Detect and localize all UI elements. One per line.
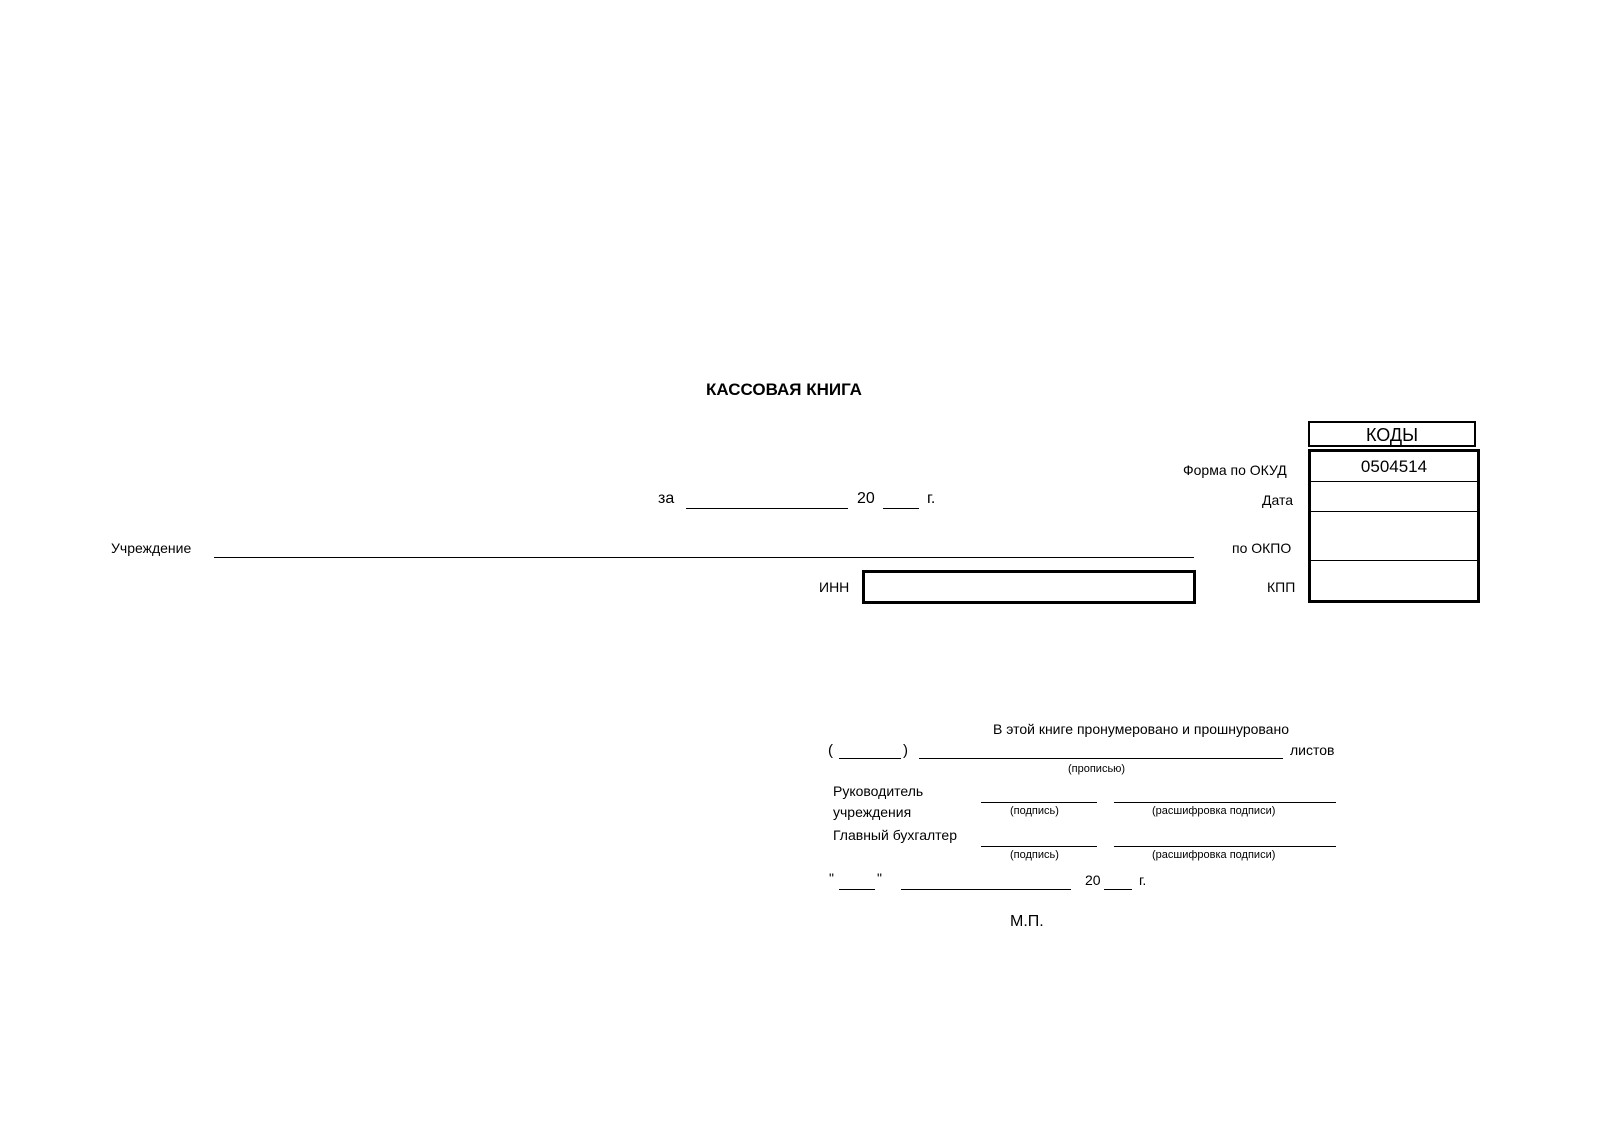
head-decode-hint: (расшифровка подписи) xyxy=(1152,805,1276,817)
head-decode-field[interactable] xyxy=(1114,802,1336,803)
kpp-label: КПП xyxy=(1267,579,1296,595)
date-quote-close: " xyxy=(877,870,882,886)
date-year-prefix: 20 xyxy=(1085,872,1101,888)
okpo-label: по ОКПО xyxy=(1232,540,1292,556)
stamp-placeholder: М.П. xyxy=(1010,913,1044,930)
period-year-prefix: 20 xyxy=(857,490,875,507)
date-quote-open: " xyxy=(829,870,834,886)
date-day-field[interactable] xyxy=(839,889,875,890)
head-signature-hint: (подпись) xyxy=(1010,805,1059,817)
date-year-suffix: г. xyxy=(1139,872,1147,888)
close-paren: ) xyxy=(903,742,908,759)
codes-table: 0504514 xyxy=(1308,449,1480,603)
institution-field[interactable] xyxy=(214,557,1194,558)
okpo-value[interactable] xyxy=(1311,512,1477,561)
accountant-decode-hint: (расшифровка подписи) xyxy=(1152,849,1276,861)
chief-accountant-label: Главный бухгалтер xyxy=(833,827,957,843)
period-month-field[interactable] xyxy=(686,508,848,509)
head-label-line1: Руководитель xyxy=(833,783,924,799)
open-paren: ( xyxy=(828,742,833,759)
date-code-value[interactable] xyxy=(1311,482,1477,512)
sheet-count-words-field[interactable] xyxy=(919,758,1283,759)
codes-header: КОДЫ xyxy=(1308,421,1476,447)
okud-label: Форма по ОКУД xyxy=(1183,462,1287,478)
sheet-count-digits-field[interactable] xyxy=(839,758,901,759)
certification-intro: В этой книге пронумеровано и прошнурован… xyxy=(993,721,1289,737)
accountant-signature-hint: (подпись) xyxy=(1010,849,1059,861)
period-prefix: за xyxy=(658,490,675,507)
kpp-value[interactable] xyxy=(1311,561,1477,600)
in-words-hint: (прописью) xyxy=(1068,763,1126,775)
date-year-field[interactable] xyxy=(1104,889,1132,890)
sheets-label: листов xyxy=(1290,742,1335,758)
period-year-field[interactable] xyxy=(883,508,919,509)
inn-label: ИНН xyxy=(819,579,850,595)
accountant-decode-field[interactable] xyxy=(1114,846,1336,847)
institution-label: Учреждение xyxy=(111,540,192,556)
date-month-field[interactable] xyxy=(901,889,1071,890)
period-year-suffix: г. xyxy=(927,490,936,507)
inn-field[interactable] xyxy=(862,570,1196,604)
accountant-signature-field[interactable] xyxy=(981,846,1097,847)
form-title: КАССОВАЯ КНИГА xyxy=(706,380,862,399)
date-code-label: Дата xyxy=(1262,492,1294,508)
head-label-line2: учреждения xyxy=(833,804,912,820)
okud-value[interactable]: 0504514 xyxy=(1311,452,1477,482)
head-signature-field[interactable] xyxy=(981,802,1097,803)
